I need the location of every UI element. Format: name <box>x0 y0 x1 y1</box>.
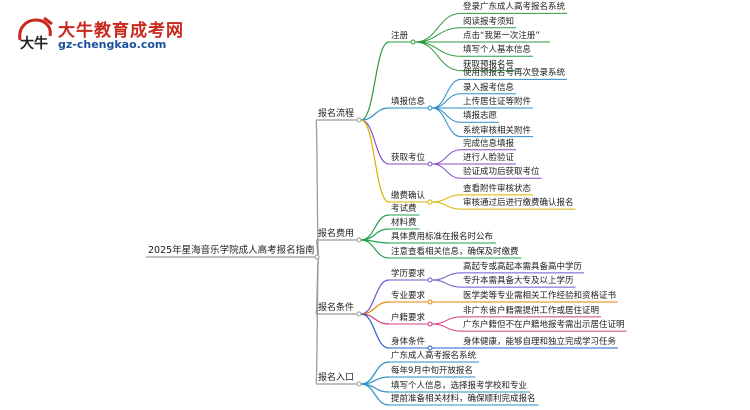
branch-label-2: 报名条件 <box>318 303 355 313</box>
link-3-3 <box>360 383 390 406</box>
leaf-label-0-1-4: 系统审核相关附件 <box>463 125 532 136</box>
sub-dot-0-3 <box>427 199 433 205</box>
sub-label-3-1: 每年9月中旬开放报名 <box>391 366 473 376</box>
sub-label-0-0: 注册 <box>391 31 409 41</box>
leaf-link-0-0-3 <box>414 41 462 57</box>
sub-dot-2-1 <box>427 299 433 305</box>
leaf-label-0-3-1: 审核通过后进行缴费确认报名 <box>463 198 574 209</box>
leaf-link-0-0-4 <box>414 41 462 72</box>
leaf-label-0-2-1: 进行人脸验证 <box>463 153 515 163</box>
leaf-label-0-1-1: 录入报考信息 <box>463 82 515 93</box>
leaf-label-0-0-2: 点击“我第一次注册” <box>463 31 540 41</box>
link-1-1 <box>360 228 390 241</box>
link-0-2 <box>360 119 390 165</box>
sub-label-2-1: 专业要求 <box>391 291 426 301</box>
link-0-3 <box>360 119 390 203</box>
brand-logo: 大牛 大牛教育成考网 gz-chengkao.com <box>14 14 214 54</box>
leaf-link-0-1-3 <box>431 107 462 123</box>
leaf-label-2-2-0: 非广东省户籍需提供工作或居住证明 <box>463 305 600 316</box>
sub-dot-0-0 <box>410 39 416 45</box>
leaf-link-2-2-1 <box>431 323 462 332</box>
brand-url: gz-chengkao.com <box>58 38 167 51</box>
leaf-label-0-2-0: 完成信息填报 <box>463 138 515 149</box>
sub-label-3-0: 广东成人高考报名系统 <box>391 351 477 361</box>
root-node-label: 2025年星海音乐学院成人高考报名指南 <box>148 245 315 256</box>
leaf-label-0-0-3: 填写个人基本信息 <box>463 45 532 56</box>
leaf-label-0-0-1: 阅读报考须知 <box>463 16 515 27</box>
leaf-label-0-2-2: 验证成功后获取考位 <box>463 167 540 178</box>
leaf-link-2-0-0 <box>431 272 462 281</box>
sub-label-1-1: 材料费 <box>391 218 417 228</box>
leaf-link-0-1-4 <box>431 107 462 138</box>
leaf-link-2-2-0 <box>431 316 462 325</box>
sub-dot-0-2 <box>427 161 433 167</box>
branch-dot-0 <box>356 117 362 123</box>
sub-label-1-0: 考试费 <box>391 204 417 214</box>
bull-logo-icon: 大牛 <box>18 16 53 52</box>
sub-label-0-2: 获取考位 <box>391 153 426 163</box>
leaf-label-0-1-3: 填报志愿 <box>463 111 498 122</box>
leaf-label-0-0-0: 登录广东成人高考报名系统 <box>463 2 566 13</box>
sub-label-2-3: 身体条件 <box>391 337 426 347</box>
leaf-label-0-1-2: 上传居住证等附件 <box>463 97 532 107</box>
link-1-0 <box>360 214 390 241</box>
sub-label-3-3: 提前准备相关材料，确保顺利完成报名 <box>391 394 536 404</box>
link-2-3 <box>360 313 390 349</box>
leaf-link-0-2-2 <box>431 163 462 179</box>
leaf-link-2-0-1 <box>431 279 462 288</box>
leaf-label-2-2-1: 广东户籍但不在户籍地报考需出示居住证明 <box>463 320 625 331</box>
brand-name: 大牛教育成考网 <box>58 21 184 41</box>
leaf-link-0-1-0 <box>431 78 462 109</box>
sub-label-2-0: 学历要求 <box>391 269 426 279</box>
link-1-3 <box>360 239 390 259</box>
link-root-branch-3 <box>315 256 320 385</box>
sub-label-0-3: 缴费确认 <box>391 191 426 201</box>
sub-dot-2-0 <box>427 277 433 283</box>
branch-dot-2 <box>356 311 362 317</box>
leaf-link-0-3-1 <box>431 201 462 210</box>
branch-label-1: 报名费用 <box>318 229 355 239</box>
leaf-label-2-0-0: 高起专或高起本需具备高中学历 <box>463 261 583 272</box>
sub-label-2-2: 户籍要求 <box>391 313 426 323</box>
leaf-label-0-0-4: 获取预报名号 <box>463 59 515 70</box>
leaf-label-0-3-0: 查看附件审核状态 <box>463 183 532 194</box>
branch-label-3: 报名入口 <box>318 373 355 383</box>
root-collapse-dot <box>314 254 320 260</box>
svg-text:大牛: 大牛 <box>20 35 48 52</box>
sub-label-3-2: 填写个人信息，选择报考学校和专业 <box>391 381 528 391</box>
leaf-link-0-2-0 <box>431 149 462 165</box>
sub-label-0-1: 填报信息 <box>391 97 426 107</box>
link-0-1 <box>360 107 390 121</box>
branch-dot-1 <box>356 237 362 243</box>
leaf-label-2-3-0: 身体健康，能够自理和独立完成学习任务 <box>463 337 617 347</box>
branch-dot-3 <box>356 381 362 387</box>
leaf-label-0-1-0: 使用预报名号再次登录系统 <box>463 68 566 79</box>
sub-label-1-3: 注意查看相关信息，确保及时缴费 <box>391 247 519 257</box>
sub-dot-2-2 <box>427 321 433 327</box>
branch-label-0: 报名流程 <box>318 109 355 119</box>
sub-dot-2-3 <box>427 345 433 351</box>
leaf-link-0-0-1 <box>414 27 462 43</box>
leaf-link-0-3-0 <box>431 194 462 203</box>
leaf-label-2-0-1: 专升本需具备大专及以上学历 <box>463 276 574 287</box>
link-0-0 <box>360 41 390 121</box>
leaf-label-2-1-0: 医学类等专业需相关工作经验和资格证书 <box>463 291 617 301</box>
leaf-link-0-1-1 <box>431 93 462 109</box>
link-2-0 <box>360 279 390 315</box>
sub-dot-0-1 <box>427 105 433 111</box>
sub-label-1-2: 具体费用标准在报名时公布 <box>391 232 494 242</box>
